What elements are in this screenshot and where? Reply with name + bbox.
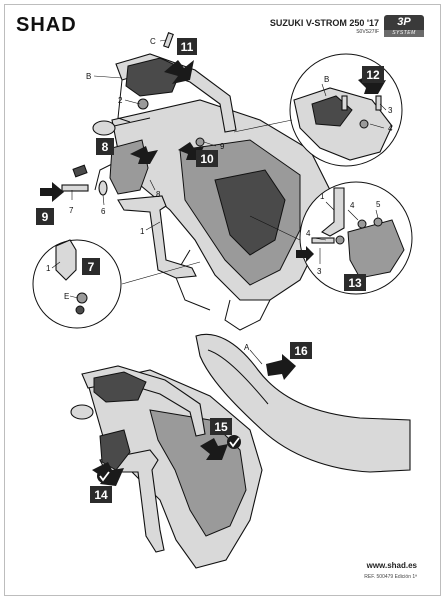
check-icon-15	[227, 435, 241, 449]
zoom-13-frame	[321, 187, 345, 237]
zoom-12-washer	[359, 119, 369, 129]
grab-handle	[92, 120, 116, 136]
label-4-zoom12: 4	[388, 124, 393, 133]
side-frame-lower	[99, 449, 165, 553]
label-5-zoom13: 5	[376, 200, 381, 209]
step-14-label: 14	[94, 488, 108, 502]
bolt-7	[61, 184, 89, 192]
screw-c	[163, 32, 174, 49]
lower-motorcycle-illustration	[70, 333, 411, 569]
side-frame-upper	[117, 195, 197, 279]
part-labels: C B 2 8 7 6 1 9 B 3 4 1 4 5 4 3 1 E A	[46, 37, 393, 352]
lower-top-plate-centre	[93, 371, 147, 403]
label-3-zoom12: 3	[388, 106, 393, 115]
zoom-7-frame-end	[55, 239, 77, 281]
zoom-13-washer-4b	[357, 219, 367, 229]
label-3-zoom13: 3	[317, 267, 322, 276]
step-box-15: 15	[210, 418, 232, 435]
zoom-7-screw	[75, 305, 85, 315]
arrow-step-11	[164, 60, 194, 84]
zoom-13-washer-4	[335, 235, 345, 245]
step-16-label: 16	[294, 344, 308, 358]
step-box-8: 8	[96, 138, 114, 155]
label-c: C	[150, 37, 156, 46]
brand-logo: SHAD	[16, 14, 77, 36]
step-box-11: 11	[177, 38, 197, 55]
step-11-label: 11	[181, 40, 194, 54]
zoom-13-washer-5	[373, 217, 383, 227]
arrow-step-9	[40, 182, 64, 202]
top-plate-centre	[125, 57, 183, 97]
screw-2	[137, 98, 149, 110]
step-box-10: 10	[196, 150, 218, 167]
label-1-zoom13: 1	[320, 192, 325, 201]
system-badge-sub: SYSTEM	[384, 30, 424, 37]
label-1-main: 1	[140, 227, 145, 236]
zoom-detail-7	[32, 239, 122, 329]
step-15-label: 15	[214, 420, 228, 434]
label-b-main: B	[86, 72, 91, 81]
label-e-zoom7: E	[64, 292, 69, 301]
washer-6	[98, 180, 108, 196]
zoom-12-screw-3a	[341, 95, 348, 111]
bolt-9	[195, 137, 205, 147]
step-10-label: 10	[200, 152, 214, 166]
step-box-12: 12	[362, 66, 384, 83]
step-box-13: 13	[344, 274, 366, 291]
check-icon-14	[97, 469, 111, 483]
arrow-step-16	[266, 354, 296, 380]
check-mark-15	[229, 437, 240, 448]
label-9: 9	[220, 142, 225, 151]
label-b-zoom12: B	[324, 75, 329, 84]
label-7-main: 7	[69, 206, 74, 215]
seat-a	[195, 333, 411, 473]
system-badge-label: 3P	[384, 15, 424, 30]
step-8-label: 8	[102, 140, 109, 154]
zoom-13-bolt	[311, 237, 335, 244]
lower-grab-handle	[70, 404, 94, 420]
spacer-part	[72, 164, 88, 178]
step-13-label: 13	[348, 276, 362, 290]
label-1-zoom7: 1	[46, 264, 51, 273]
step-box-9: 9	[36, 208, 54, 225]
zoom-12-screw-3b	[375, 95, 382, 111]
label-8: 8	[156, 190, 161, 199]
label-4-zoom13-left: 4	[306, 229, 311, 238]
arrow-step-15	[200, 438, 228, 460]
step-box-14: 14	[90, 486, 112, 503]
label-6: 6	[101, 207, 106, 216]
label-a-seat: A	[244, 343, 250, 352]
reference-code: S0VS27IF	[356, 29, 379, 35]
step-9-label: 9	[42, 210, 49, 224]
label-2: 2	[118, 96, 123, 105]
step-markers: 11 8 10 9 12 13	[36, 38, 384, 503]
model-title: SUZUKI V-STROM 250 '17	[269, 18, 379, 28]
step-box-7: 7	[82, 258, 100, 275]
arrow-step-13	[296, 246, 314, 262]
zoom-13-body	[347, 219, 405, 279]
system-badge: 3P SYSTEM	[384, 15, 424, 37]
step-7-label: 7	[88, 260, 95, 274]
step-box-16: 16	[290, 342, 312, 359]
check-mark-14	[99, 471, 110, 482]
step-12-label: 12	[366, 68, 380, 82]
document-reference: REF. 500479 Edición 1ª	[364, 574, 417, 580]
zoom-7-fixing	[76, 292, 88, 304]
lower-bracket	[99, 429, 131, 471]
rear-mechanics	[214, 169, 286, 256]
label-4-zoom13-top: 4	[350, 201, 355, 210]
arrow-step-8	[130, 146, 158, 164]
website-link[interactable]: www.shad.es	[366, 561, 417, 570]
